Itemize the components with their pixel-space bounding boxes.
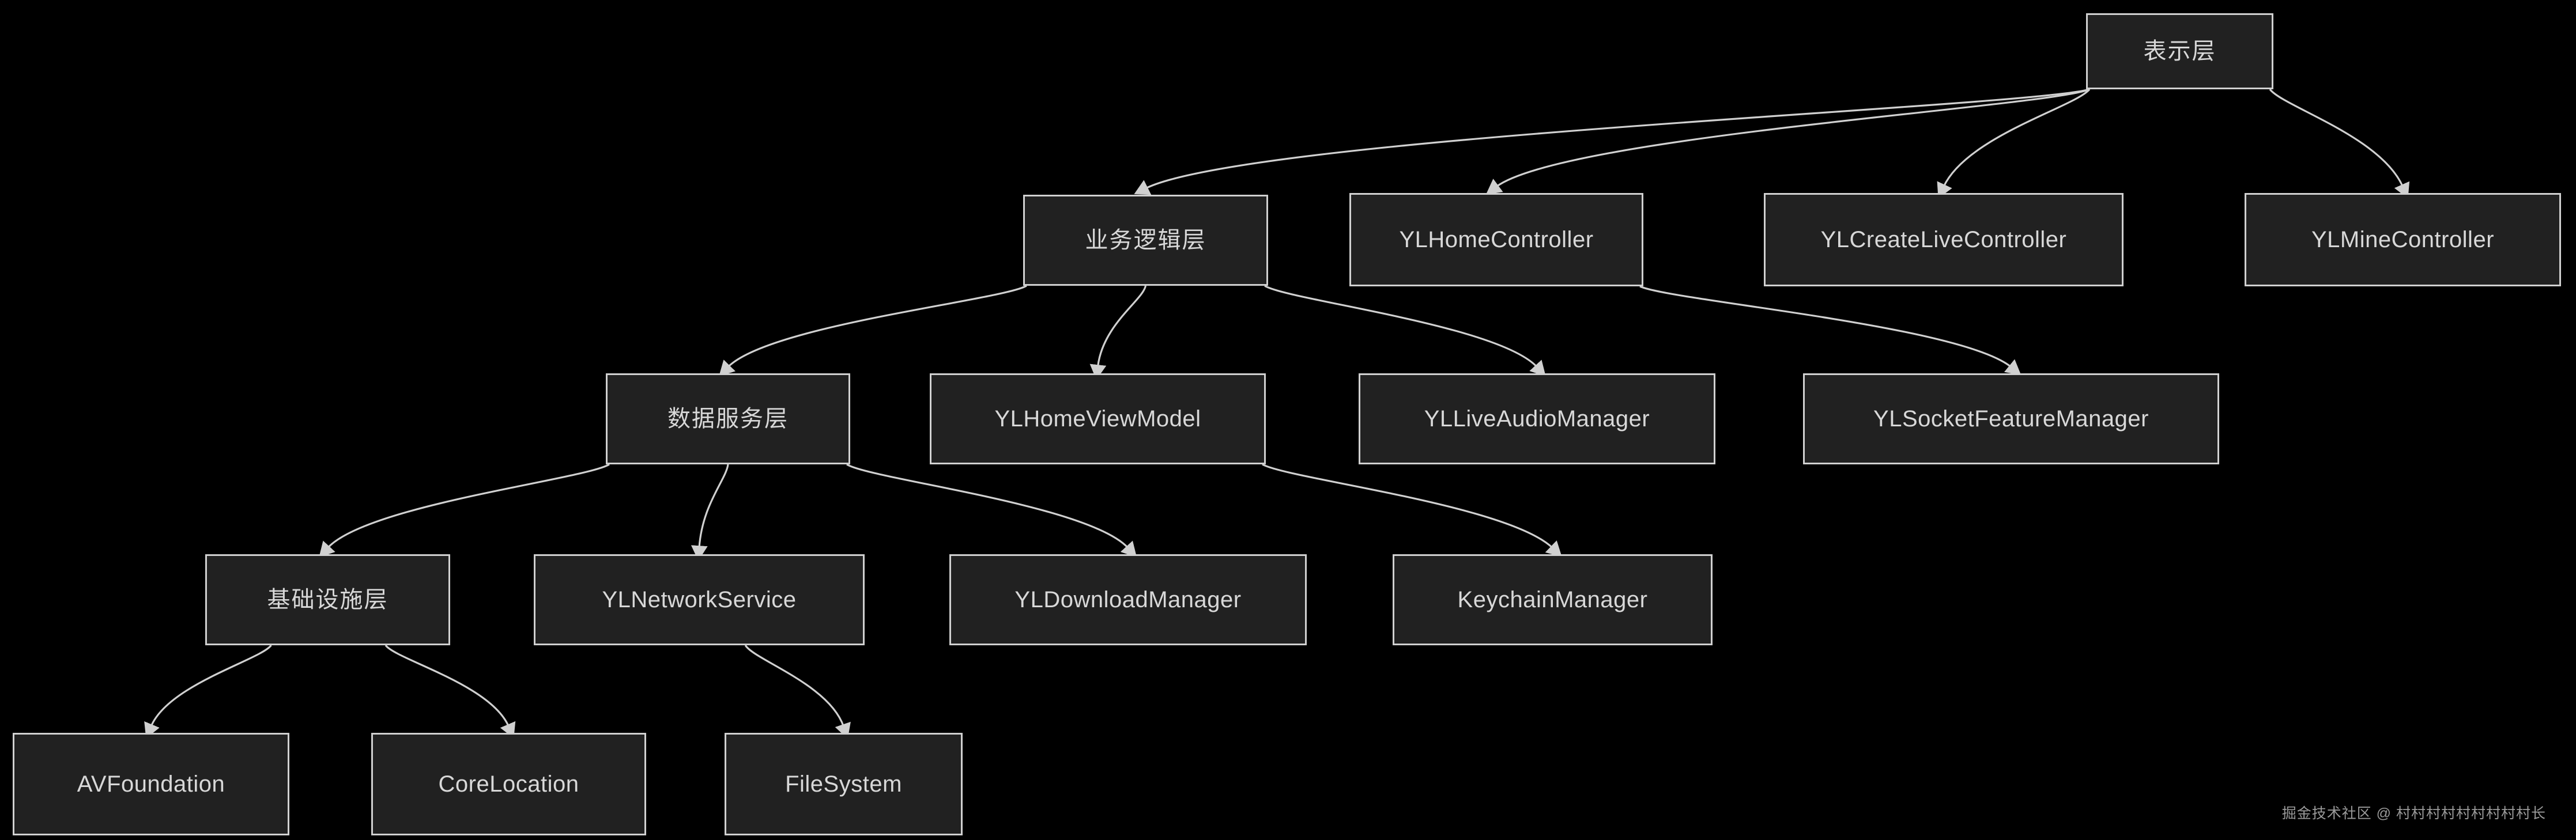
node-label: 基础设施层 — [267, 587, 389, 612]
node-label: KeychainManager — [1457, 587, 1648, 612]
node-label: FileSystem — [785, 771, 902, 797]
node-homeViewModel[interactable]: YLHomeViewModel — [930, 373, 1266, 464]
node-label: YLMineController — [2311, 227, 2495, 252]
node-business[interactable]: 业务逻辑层 — [1023, 195, 1268, 286]
node-label: YLHomeViewModel — [994, 406, 1201, 432]
edge-presentation-to-createLive — [1937, 88, 2091, 199]
node-label: YLHomeController — [1399, 227, 1594, 252]
node-label: YLDownloadManager — [1014, 587, 1242, 612]
edge-business-to-dataService — [719, 285, 1027, 376]
edge-business-to-liveAudio — [1264, 285, 1546, 377]
edge-networkService-to-filesystem — [744, 645, 851, 739]
node-avfoundation[interactable]: AVFoundation — [13, 733, 289, 835]
node-dataService[interactable]: 数据服务层 — [606, 373, 850, 464]
edge-dataService-to-infrastructure — [319, 463, 610, 558]
edge-presentation-to-business — [1134, 88, 2090, 195]
node-presentation[interactable]: 表示层 — [2086, 13, 2273, 89]
node-label: 表示层 — [2143, 39, 2216, 64]
node-downloadMgr[interactable]: YLDownloadManager — [949, 554, 1307, 645]
node-label: YLLiveAudioManager — [1424, 406, 1650, 432]
edge-dataService-to-networkService — [691, 464, 729, 561]
node-label: YLNetworkService — [602, 587, 797, 612]
edge-dataService-to-downloadMgr — [846, 463, 1137, 558]
node-createLive[interactable]: YLCreateLiveController — [1764, 193, 2124, 286]
node-socketFeature[interactable]: YLSocketFeatureManager — [1803, 373, 2219, 464]
node-keychainMgr[interactable]: KeychainManager — [1393, 554, 1713, 645]
edge-infrastructure-to-corelocation — [384, 644, 516, 739]
edge-presentation-to-homeController — [1485, 88, 2090, 195]
node-homeController[interactable]: YLHomeController — [1349, 193, 1643, 286]
node-label: 业务逻辑层 — [1085, 228, 1206, 253]
node-infrastructure[interactable]: 基础设施层 — [205, 554, 450, 645]
edge-presentation-to-mine — [2269, 88, 2410, 199]
edge-homeController-to-socketFeature — [1639, 285, 2021, 376]
node-label: YLCreateLiveController — [1820, 227, 2067, 252]
node-label: 数据服务层 — [667, 406, 789, 432]
edge-business-to-homeViewModel — [1089, 285, 1147, 380]
node-label: CoreLocation — [438, 771, 579, 797]
edge-homeViewModel-to-keychainMgr — [1262, 463, 1562, 557]
node-label: YLSocketFeatureManager — [1873, 406, 2149, 432]
watermark: 掘金技术社区 @ 村村村村村村村村村长 — [2281, 805, 2546, 822]
edge-infrastructure-to-avfoundation — [144, 644, 272, 739]
node-liveAudio[interactable]: YLLiveAudioManager — [1359, 373, 1715, 464]
node-networkService[interactable]: YLNetworkService — [534, 554, 865, 645]
node-label: AVFoundation — [77, 771, 225, 797]
node-mine[interactable]: YLMineController — [2245, 193, 2561, 286]
node-corelocation[interactable]: CoreLocation — [371, 733, 646, 835]
node-filesystem[interactable]: FileSystem — [725, 733, 963, 835]
